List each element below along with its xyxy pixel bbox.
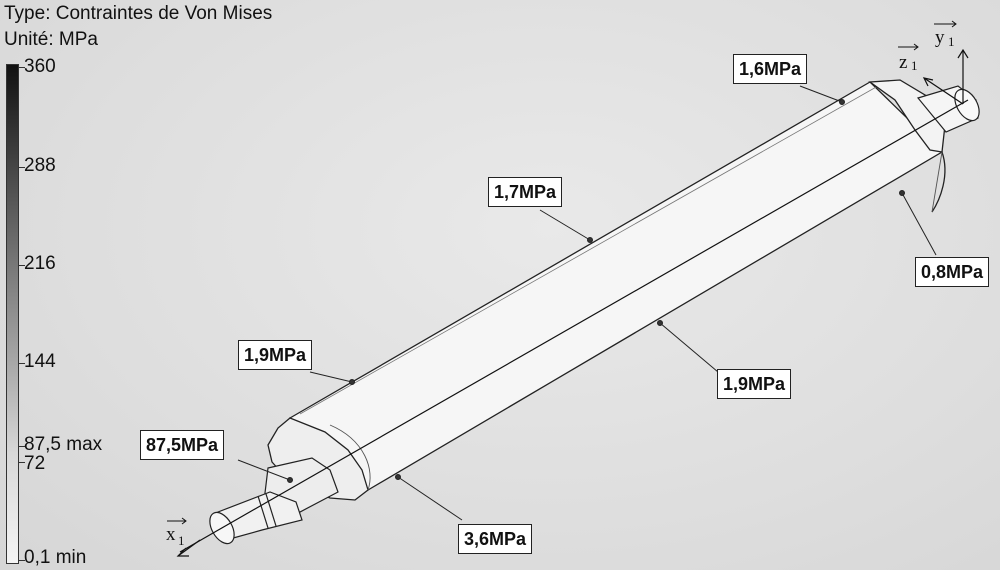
scale-tick: [19, 462, 25, 463]
scale-tick: [19, 265, 25, 266]
scale-tick: [19, 363, 25, 364]
probe-point: [657, 320, 663, 326]
probe-point: [287, 477, 293, 483]
probe-point: [349, 379, 355, 385]
scale-tick: [19, 560, 25, 561]
x-axis-subscript: 1: [178, 533, 185, 548]
scale-tick-label: 288: [24, 155, 56, 176]
shaft-edge-line: [299, 85, 879, 415]
scale-tick-label: 216: [24, 253, 56, 274]
stress-callout: 1,9MPa: [238, 340, 313, 370]
probe-point: [839, 99, 845, 105]
probe-point: [395, 474, 401, 480]
stress-callout: 1,7MPa: [488, 177, 563, 207]
z-axis-subscript: 1: [911, 58, 918, 73]
scale-tick-label: 72: [24, 453, 46, 474]
stress-callout: 3,6MPa: [458, 524, 533, 554]
stress-callout: 1,9MPa: [717, 369, 792, 399]
x-axis-arrow: [177, 539, 201, 557]
legend-unit-label: Unité: MPa: [4, 29, 98, 50]
probe-point: [587, 237, 593, 243]
stress-callout: 1,6MPa: [733, 54, 808, 84]
scale-tick: [19, 446, 25, 447]
x-axis-label: x: [166, 524, 176, 545]
legend-type-label: Type: Contraintes de Von Mises: [4, 3, 273, 24]
shaft-body: [288, 81, 944, 491]
z-axis-arrow: [923, 77, 964, 105]
stress-callout: 0,8MPa: [915, 257, 990, 287]
scale-tick-label: 87,5 max: [24, 434, 103, 455]
probe-point: [899, 190, 905, 196]
y-axis-label: y: [935, 27, 945, 48]
shaft-axis-line: [179, 99, 969, 553]
z-axis-label: z: [899, 52, 907, 73]
scale-tick-label: 360: [24, 56, 56, 77]
scale-tick: [19, 167, 25, 168]
scale-tick: [19, 67, 25, 68]
y-axis-subscript: 1: [948, 34, 955, 49]
scale-tick-label: 144: [24, 351, 56, 372]
stress-callout: 87,5MPa: [140, 430, 225, 460]
scale-tick-label: 0,1 min: [24, 547, 87, 568]
color-scale-bar: [6, 64, 19, 564]
